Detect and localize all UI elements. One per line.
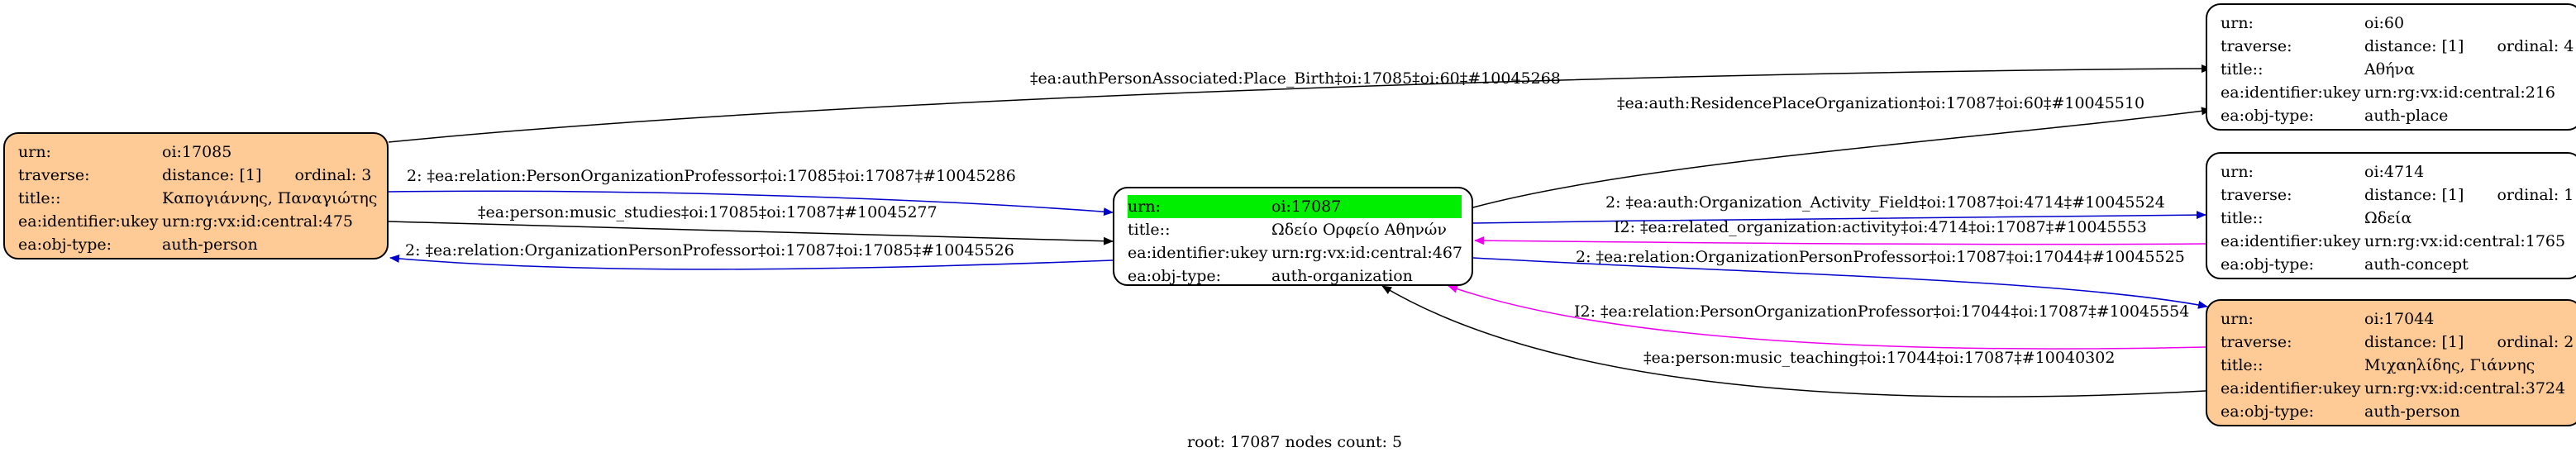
node-ukey: urn:rg:vx:id:central:467 (1271, 244, 1463, 262)
edge-activity-field (1472, 211, 2206, 224)
node-title: Μιχαηλίδης, Γιάννης (2364, 356, 2535, 374)
node-distance: distance: [1] (2364, 186, 2464, 204)
node-urn: oi:17085 (162, 143, 232, 161)
edge-residence-place (1472, 107, 2211, 208)
edge-person-org-professor-17044 (1448, 284, 2206, 350)
row-traverse: traverse:distance: [1]ordinal: 4 (2221, 35, 2576, 58)
node-17044[interactable]: urn:oi:17044 traverse:distance: [1]ordin… (2206, 299, 2576, 426)
row-urn: urn:oi:17087 (1128, 195, 1472, 218)
edge-music-studies (388, 221, 1114, 245)
edge-org-person-professor-17085 (389, 254, 1114, 270)
node-type: auth-organization (1271, 267, 1413, 285)
row-title: title::Αθήνα (2221, 58, 2576, 81)
graph-footer: root: 17087 nodes count: 5 (1187, 433, 1403, 451)
row-urn: urn:oi:17044 (2221, 307, 2576, 331)
edge-label-music-studies: ‡ea:person:music_studies‡oi:17085‡oi:170… (478, 203, 937, 221)
edge-related-organization (1474, 236, 2206, 245)
node-ordinal: ordinal: 4 (2497, 37, 2574, 55)
node-ukey: urn:rg:vx:id:central:1765 (2364, 232, 2566, 250)
edge-label-org-person-professor-17085: 2: ‡ea:relation:OrganizationPersonProfes… (405, 241, 1014, 259)
row-urn: urn:oi:60 (2221, 12, 2576, 35)
node-urn: oi:4714 (2364, 163, 2425, 181)
edge-org-person-professor-17044 (1472, 257, 2208, 309)
node-ukey: urn:rg:vx:id:central:3724 (2364, 379, 2566, 397)
edge-person-org-professor (388, 190, 1114, 217)
node-title: Ωδεία (2364, 209, 2412, 227)
row-urn: urn:oi:4714 (2221, 160, 2576, 183)
node-type: auth-concept (2364, 255, 2469, 274)
node-ordinal: ordinal: 2 (2497, 333, 2574, 351)
node-distance: distance: [1] (2364, 333, 2464, 351)
edge-label-org-person-professor-17044: 2: ‡ea:relation:OrganizationPersonProfes… (1576, 248, 2185, 266)
node-type: auth-person (162, 236, 258, 254)
node-ordinal: ordinal: 3 (294, 166, 372, 184)
edge-place-birth (388, 64, 2211, 143)
node-urn: oi:17044 (2364, 310, 2435, 328)
node-title: Καπογιάννης, Παναγιώτης (162, 189, 378, 207)
node-title: Αθήνα (2364, 60, 2415, 79)
node-distance: distance: [1] (162, 166, 262, 184)
row-traverse: traverse:distance: [1]ordinal: 3 (18, 164, 387, 187)
node-4714[interactable]: urn:oi:4714 traverse:distance: [1]ordina… (2206, 152, 2576, 279)
edge-label-person-org-professor: 2: ‡ea:relation:PersonOrganizationProfes… (407, 167, 1016, 185)
node-ukey: urn:rg:vx:id:central:475 (162, 212, 354, 231)
row-type: ea:obj-type:auth-person (18, 233, 387, 256)
row-urn: urn:oi:17085 (18, 140, 387, 164)
node-urn: oi:60 (2364, 14, 2405, 32)
edge-label-residence-place: ‡ea:auth:ResidencePlaceOrganization‡oi:1… (1617, 94, 2145, 112)
row-type: ea:obj-type:auth-organization (1128, 264, 1472, 288)
node-60[interactable]: urn:oi:60 traverse:distance: [1]ordinal:… (2206, 3, 2576, 131)
edge-label-activity-field: 2: ‡ea:auth:Organization_Activity_Field‡… (1605, 193, 2165, 212)
row-traverse: traverse:distance: [1]ordinal: 2 (2221, 331, 2576, 354)
node-type: auth-place (2364, 107, 2449, 125)
edge-music-teaching (1381, 285, 2206, 397)
row-title: title::Ωδείο Ορφείο Αθηνών (1128, 218, 1472, 241)
node-title: Ωδείο Ορφείο Αθηνών (1271, 221, 1447, 239)
node-type: auth-person (2364, 402, 2460, 421)
edge-label-music-teaching: ‡ea:person:music_teaching‡oi:17044‡oi:17… (1643, 349, 2116, 367)
row-type: ea:obj-type:auth-person (2221, 400, 2576, 423)
node-ukey: urn:rg:vx:id:central:216 (2364, 83, 2556, 102)
node-urn: oi:17087 (1271, 195, 1462, 218)
row-title: title::Ωδεία (2221, 207, 2576, 230)
node-17085[interactable]: urn:oi:17085 traverse:distance: [1]ordin… (3, 132, 389, 259)
row-title: title::Καπογιάννης, Παναγιώτης (18, 187, 387, 210)
row-type: ea:obj-type:auth-concept (2221, 253, 2576, 276)
edge-label-related-organization: I2: ‡ea:related_organization:activity‡oi… (1614, 218, 2147, 236)
row-traverse: traverse:distance: [1]ordinal: 1 (2221, 183, 2576, 207)
edge-label-person-org-professor-17044: I2: ‡ea:relation:PersonOrganizationProfe… (1574, 302, 2190, 321)
node-distance: distance: [1] (2364, 37, 2464, 55)
edge-label-place-birth: ‡ea:authPersonAssociated:Place_Birth‡oi:… (1030, 69, 1561, 88)
row-type: ea:obj-type:auth-place (2221, 104, 2576, 127)
node-17087-root[interactable]: urn:oi:17087 title::Ωδείο Ορφείο Αθηνών … (1113, 187, 1473, 286)
row-title: title::Μιχαηλίδης, Γιάννης (2221, 354, 2576, 377)
node-ordinal: ordinal: 1 (2497, 186, 2574, 204)
